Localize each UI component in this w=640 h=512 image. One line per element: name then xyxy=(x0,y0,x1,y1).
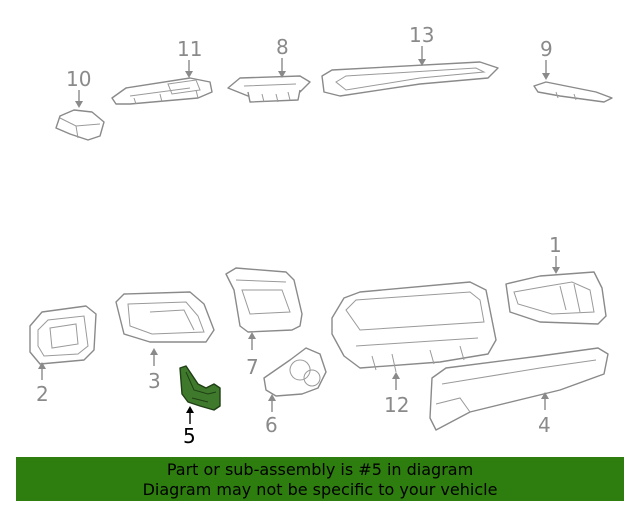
callout-8: 8 xyxy=(276,35,289,78)
part-13-trim-frame xyxy=(321,61,499,97)
callout-1: 1 xyxy=(549,233,562,274)
svg-text:9: 9 xyxy=(540,37,553,61)
part-12-instrument-panel-frame xyxy=(331,281,497,373)
callout-6: 6 xyxy=(265,394,278,437)
callout-2: 2 xyxy=(36,362,49,406)
callout-3: 3 xyxy=(148,348,161,393)
svg-text:11: 11 xyxy=(177,37,202,61)
svg-text:13: 13 xyxy=(409,23,434,47)
svg-text:3: 3 xyxy=(148,369,161,393)
svg-text:2: 2 xyxy=(36,382,49,406)
part-3-duct xyxy=(115,291,215,343)
callout-12: 12 xyxy=(384,372,409,417)
part-4-trim-panel xyxy=(429,347,609,431)
svg-text:7: 7 xyxy=(246,355,259,379)
part-5-bracket-highlighted xyxy=(179,365,221,411)
svg-text:4: 4 xyxy=(538,413,551,437)
callout-10: 10 xyxy=(66,67,91,108)
part-2-vent-outlet xyxy=(29,305,97,365)
callout-4: 4 xyxy=(538,392,551,437)
part-9-panel xyxy=(533,81,613,103)
callout-9: 9 xyxy=(540,37,553,80)
info-banner: Part or sub-assembly is #5 in diagram Di… xyxy=(16,457,624,501)
part-1-duct xyxy=(505,271,607,325)
svg-text:12: 12 xyxy=(384,393,409,417)
part-10-cover xyxy=(55,109,105,141)
banner-line-part: Part or sub-assembly is #5 in diagram xyxy=(166,460,474,479)
svg-text:10: 10 xyxy=(66,67,91,91)
callout-11: 11 xyxy=(177,37,202,78)
part-7-bracket xyxy=(225,267,303,333)
callout-7: 7 xyxy=(246,332,259,379)
svg-text:5: 5 xyxy=(183,424,196,448)
part-11-bezel xyxy=(111,77,213,105)
part-8-vent xyxy=(227,75,311,103)
part-6-switch-housing xyxy=(263,347,327,397)
svg-text:6: 6 xyxy=(265,413,278,437)
svg-text:8: 8 xyxy=(276,35,289,59)
banner-line-disclaimer: Diagram may not be specific to your vehi… xyxy=(142,480,498,499)
callout-13: 13 xyxy=(409,23,434,66)
svg-text:1: 1 xyxy=(549,233,562,257)
callout-5: 5 xyxy=(183,406,196,448)
